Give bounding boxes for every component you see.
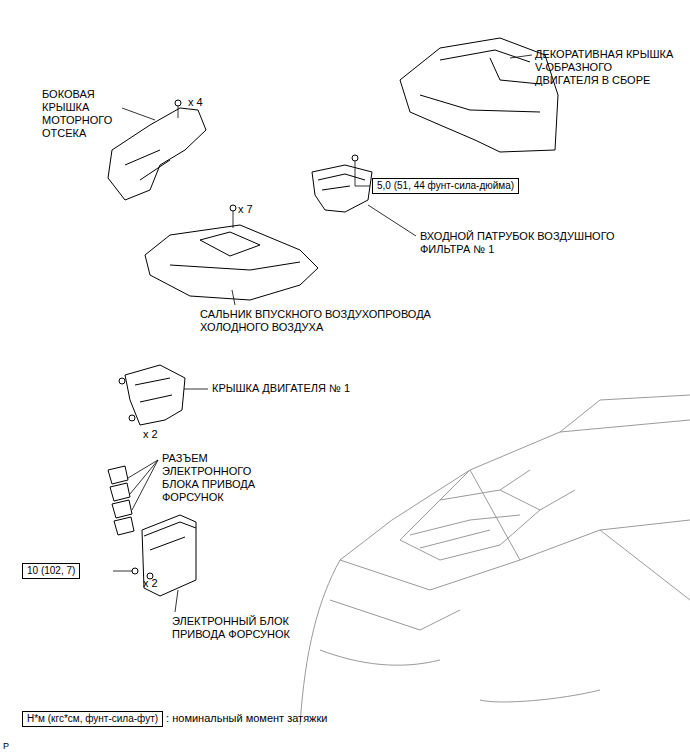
car-front bbox=[300, 395, 690, 725]
air-inlet bbox=[312, 165, 372, 212]
bolt bbox=[132, 568, 138, 574]
quantity-label: x 2 bbox=[143, 577, 158, 590]
leader-line bbox=[355, 161, 370, 186]
part-name: РАЗЪЕМ ЭЛЕКТРОННОГО БЛОКА ПРИВОДА ФОРСУН… bbox=[162, 452, 272, 504]
leader-line bbox=[122, 108, 155, 120]
part-name: БОКОВАЯ КРЫШКА МОТОРНОГО ОТСЕКА bbox=[42, 88, 124, 140]
car-body-outline bbox=[300, 420, 690, 725]
engine-detail bbox=[440, 470, 575, 510]
part-name: САЛЬНИК ВПУСКНОГО ВОЗДУХОПРОВОДА ХОЛОДНО… bbox=[200, 308, 458, 334]
side-cover bbox=[108, 108, 206, 200]
engine-block bbox=[400, 490, 540, 560]
bolt bbox=[352, 155, 358, 161]
cover-detail bbox=[125, 150, 170, 180]
hood-opening bbox=[340, 520, 690, 590]
cold-air-seal bbox=[145, 225, 318, 300]
bolt bbox=[119, 378, 125, 384]
fender-line bbox=[600, 530, 690, 600]
inlet-detail bbox=[318, 174, 365, 190]
parts bbox=[108, 38, 558, 596]
leader-line bbox=[184, 389, 208, 390]
torque-value: 10 (102, 7) bbox=[27, 565, 75, 576]
quantity-label: x 7 bbox=[238, 203, 253, 216]
injector-driver-ecu bbox=[142, 515, 196, 596]
part-name: ДЕКОРАТИВНАЯ КРЫШКА V-ОБРАЗНОГО ДВИГАТЕЛ… bbox=[535, 48, 675, 87]
bolt bbox=[175, 100, 181, 106]
windshield bbox=[560, 395, 690, 432]
seal-detail bbox=[170, 232, 300, 270]
torque-value: 5,0 (51, 44 фунт-сила-дюйма) bbox=[377, 180, 514, 191]
leader-lines bbox=[113, 55, 532, 612]
leader-line bbox=[232, 290, 235, 305]
leader-line bbox=[128, 460, 158, 510]
quantity-label: x 4 bbox=[188, 96, 203, 109]
torque-spec-box: Н*м (кгс*см, фунт-сила-фут) bbox=[22, 711, 163, 727]
quantity-label: x 2 bbox=[143, 428, 158, 441]
part-name: ВХОДНОЙ ПАТРУБОК ВОЗДУШНОГО ФИЛЬТРА № 1 bbox=[420, 230, 645, 256]
part-name: ЭЛЕКТРОННЫЙ БЛОК ПРИВОДА ФОРСУНОК bbox=[172, 615, 312, 641]
engine-cover-1 bbox=[125, 365, 185, 425]
figure-code: P bbox=[3, 740, 9, 753]
leader-line bbox=[178, 106, 179, 118]
leader-line bbox=[510, 55, 532, 58]
quantity-label: КРЫШКА ДВИГАТЕЛЯ № 1 bbox=[212, 382, 350, 395]
ecu-detail bbox=[144, 522, 196, 550]
headlight bbox=[330, 600, 460, 630]
cover-detail bbox=[420, 50, 540, 112]
leader-line bbox=[113, 571, 132, 572]
leader-line bbox=[368, 205, 416, 236]
leader-line bbox=[233, 211, 234, 228]
bumper-line bbox=[480, 690, 600, 702]
torque-spec-box: 10 (102, 7) bbox=[22, 563, 80, 579]
bolt bbox=[230, 205, 236, 211]
torque-spec-box: 5,0 (51, 44 фунт-сила-дюйма) bbox=[372, 178, 519, 194]
torque-value: Н*м (кгс*см, фунт-сила-фут) bbox=[27, 713, 158, 724]
bumper-line bbox=[320, 650, 440, 665]
engine-detail bbox=[410, 515, 520, 548]
legend-text: : номинальный момент затяжки bbox=[166, 712, 327, 725]
engine-decor-cover bbox=[400, 38, 558, 152]
bolt bbox=[129, 415, 135, 421]
cover-detail bbox=[135, 378, 172, 402]
leader-line bbox=[175, 590, 178, 612]
